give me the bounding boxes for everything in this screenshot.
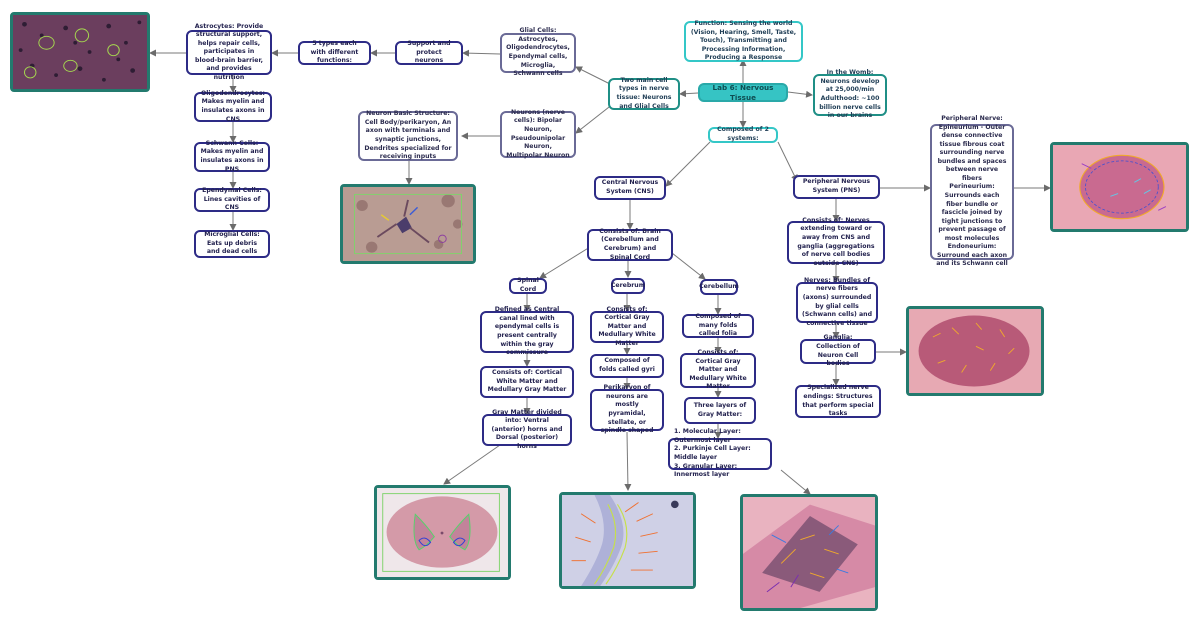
node-glial-cells[interactable]: Glial Cells: Astrocytes, Oligodendrocyte… (500, 27, 576, 77)
node-lab-title[interactable]: Lab 6: Nervous Tissue (698, 83, 788, 102)
node-cerebellum-gray-matter[interactable]: Consists of: Cortical Gray Matter and Me… (680, 349, 756, 390)
node-gyri[interactable]: Composed of folds called gyri (590, 354, 664, 378)
node-gray-matter-horns[interactable]: Gray Matter divided into: Ventral (anter… (482, 409, 572, 450)
node-central-canal[interactable]: Defined as Central canal lined with epen… (480, 306, 574, 356)
node-layers-list[interactable]: 1. Molecular Layer: Outermost layer 2. P… (668, 428, 772, 478)
node-microglial-cells[interactable]: Microglial Cells: Eats up debris and dea… (194, 230, 270, 258)
node-pns-consists[interactable]: Consists of: Nerves extending toward or … (787, 217, 885, 267)
node-five-types[interactable]: 5 types each with different functions: (298, 40, 371, 65)
cerebellum-micrograph (740, 494, 878, 611)
node-function[interactable]: Function: Sensing the world (Vision, Hea… (684, 20, 803, 62)
node-cerebrum[interactable]: Cerebrum (611, 278, 645, 294)
neuron-structure-micrograph (340, 184, 476, 264)
ganglion-micrograph (906, 306, 1044, 396)
node-nerves[interactable]: Nerves: Bundles of nerve fibers (axons) … (796, 277, 878, 327)
node-two-systems[interactable]: Composed of 2 systems: (708, 126, 778, 143)
node-cortical-white-matter[interactable]: Consists of: Cortical White Matter and M… (480, 366, 574, 398)
spinal-cord-micrograph (374, 485, 511, 580)
node-folia[interactable]: Composed of many folds called folia (682, 313, 754, 338)
node-neuron-structure[interactable]: Neuron Basic Structure: Cell Body/perika… (358, 110, 458, 161)
node-neurons[interactable]: Neurons (nerve cells): Bipolar Neuron, P… (500, 109, 576, 159)
cerebrum-micrograph (559, 492, 696, 589)
node-astrocytes[interactable]: Astrocytes: Provide structural support, … (186, 23, 272, 81)
node-three-layers[interactable]: Three layers of Gray Matter: (684, 397, 756, 424)
peripheral-nerve-micrograph (1050, 142, 1189, 232)
node-specialized-nerve-endings[interactable]: Specialized nerve endings: Structures th… (795, 384, 881, 418)
astrocyte-micrograph (10, 12, 150, 92)
node-support-protect[interactable]: Support and protect neurons (395, 40, 463, 65)
node-cerebrum-gray-matter[interactable]: Consists of: Cortical Gray Matter and Me… (590, 306, 664, 347)
node-pns[interactable]: Peripheral Nervous System (PNS) (793, 175, 880, 199)
node-oligodendrocytes[interactable]: Oligodendrocytes: Makes myelin and insul… (194, 90, 272, 123)
node-cerebellum[interactable]: Cerebellum (699, 279, 739, 295)
node-womb-development[interactable]: In the Womb: Neurons develop at 25,000/m… (813, 69, 887, 119)
node-ependymal-cells[interactable]: Ependymal Cells: Lines cavities of CNS (194, 187, 270, 212)
node-two-cell-types[interactable]: Two main cell types in nerve tissue: Neu… (608, 77, 680, 110)
node-schwann-cells[interactable]: Schwann Cells: Makes myelin and insulate… (194, 140, 270, 173)
node-brain-spinal-cord[interactable]: Consists of: Brain (Cerebellum and Cereb… (587, 228, 673, 261)
node-peripheral-nerve[interactable]: Peripheral Nerve: Epineurium - Outer den… (930, 115, 1014, 267)
node-perikaryon-shapes[interactable]: Perikaryon of neurons are mostly pyramid… (590, 384, 664, 434)
node-spinal-cord[interactable]: Spinal Cord (509, 277, 547, 294)
node-cns[interactable]: Central Nervous System (CNS) (594, 176, 666, 200)
node-ganglia[interactable]: Ganglia: Collection of Neuron Cell bodie… (800, 334, 876, 367)
